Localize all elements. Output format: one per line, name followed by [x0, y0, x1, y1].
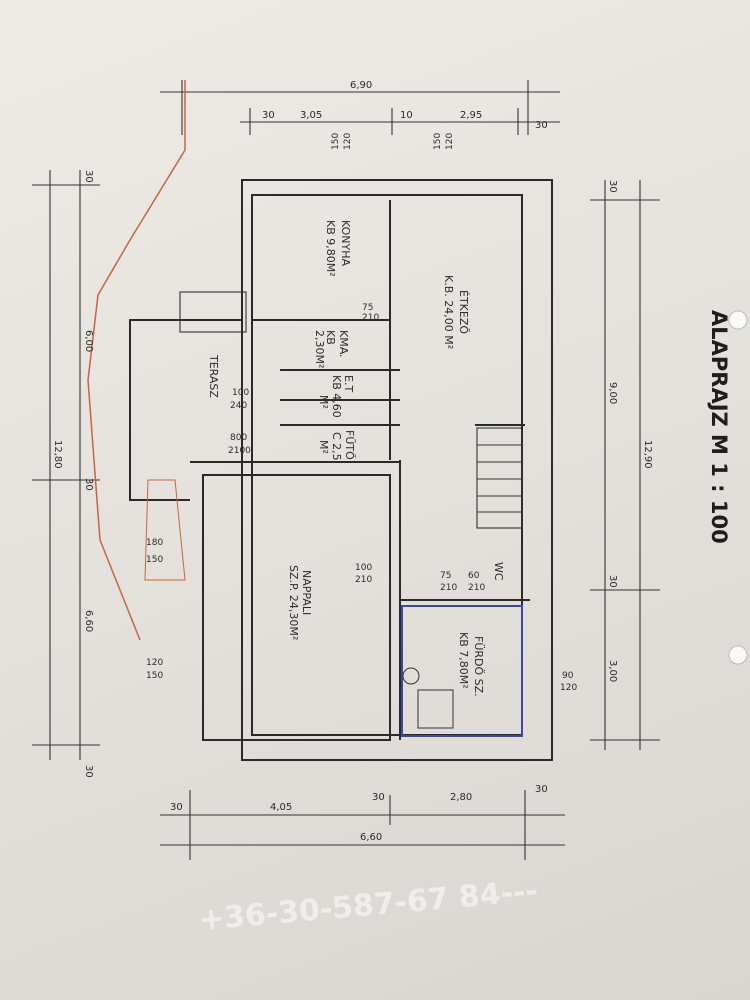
dim-top: 30 — [535, 120, 548, 131]
dim-left: 6,60 — [83, 610, 94, 632]
opening-label: 75 — [362, 303, 373, 313]
opening-label: 75 — [440, 571, 451, 581]
dim-bottom: 4,05 — [270, 802, 292, 813]
walls — [129, 179, 553, 761]
dim-bottom: 2,80 — [450, 792, 472, 803]
room-eloter-area: M² — [317, 395, 330, 409]
room-kamra-area: KB — [324, 330, 337, 345]
room-etkezo-area: K.B. 24,00 M² — [442, 275, 455, 349]
opening-label: 2100 — [228, 446, 251, 456]
dimension-lines — [32, 80, 660, 860]
room-furdo-name: FÜRDŐ SZ. — [472, 636, 486, 697]
dim-bottom: 30 — [170, 802, 183, 813]
room-eloter-area: KB 4,60 — [330, 375, 343, 418]
dim-top: 2,95 — [460, 110, 482, 121]
opening-label: 120 — [445, 133, 455, 150]
room-konyha-name: KONYHA — [339, 220, 352, 266]
room-futo-name: FŰTŐ — [343, 430, 357, 460]
dim-bottom-total: 6,60 — [360, 832, 382, 843]
dim-top: 10 — [400, 110, 413, 121]
room-kamra-name: KMA. — [337, 330, 350, 358]
opening-label: 800 — [230, 433, 247, 443]
dim-left-total: 12,80 — [52, 440, 63, 469]
entrance-ramp — [144, 479, 186, 581]
opening-label: 120 — [146, 658, 163, 668]
dim-bottom: 30 — [535, 784, 548, 795]
opening-label: 150 — [331, 133, 341, 150]
dim-right: 3,00 — [607, 660, 618, 682]
furdo-outline — [401, 605, 523, 737]
dim-right: 30 — [607, 575, 618, 588]
room-eloter-name: E.T — [342, 375, 355, 392]
room-wc-name: WC — [492, 562, 505, 581]
opening-label: 100 — [232, 388, 249, 398]
opening-label: 120 — [560, 683, 577, 693]
site-boundary — [87, 80, 186, 641]
room-nappali-area: SZ.P. 24,30M² — [287, 565, 300, 640]
punch-hole — [728, 645, 748, 665]
dim-top: 3,05 — [300, 110, 322, 121]
floor-drain — [402, 667, 420, 685]
dim-right: 30 — [607, 180, 618, 193]
opening-label: 210 — [355, 575, 372, 585]
room-futo-area: M² — [317, 440, 330, 454]
dim-left: 30 — [83, 478, 94, 491]
punch-hole — [728, 310, 748, 330]
dim-right: 9,00 — [607, 382, 618, 404]
dim-top: 30 — [262, 110, 275, 121]
opening-label: 90 — [562, 671, 574, 681]
room-etkezo-name: ÉTKEZŐ — [457, 290, 471, 334]
opening-label: 120 — [343, 133, 353, 150]
opening-label: 150 — [146, 671, 163, 681]
dim-left: 6,00 — [83, 330, 94, 352]
opening-label: 180 — [146, 538, 163, 548]
opening-label: 150 — [146, 555, 163, 565]
opening-label: 240 — [230, 401, 247, 411]
opening-label: 210 — [468, 583, 485, 593]
opening-label: 210 — [362, 313, 379, 323]
opening-label: 100 — [355, 563, 372, 573]
room-furdo-area: KB 7,80M² — [457, 632, 470, 689]
watermark: +36-30-587-67 84--- — [198, 873, 540, 937]
room-futo-area: C 2,5 — [330, 432, 343, 461]
shower — [417, 689, 454, 729]
drawing-title: ALAPRAJZ M 1 : 100 — [707, 310, 731, 544]
room-terasz-name: TERASZ — [207, 354, 220, 398]
room-nappali-name: NAPPALI — [300, 570, 313, 615]
room-konyha-area: KB 9,80M² — [324, 220, 337, 277]
dim-right-total: 12,90 — [642, 440, 653, 469]
opening-label: 210 — [440, 583, 457, 593]
dim-top-total: 6,90 — [350, 80, 372, 91]
stairs — [179, 291, 523, 529]
dim-bottom: 30 — [372, 792, 385, 803]
opening-label: 150 — [433, 133, 443, 150]
opening-label: 60 — [468, 571, 480, 581]
room-kamra-area: 2,30M² — [313, 330, 326, 368]
dim-left: 30 — [83, 765, 94, 778]
dim-left: 30 — [83, 170, 94, 183]
